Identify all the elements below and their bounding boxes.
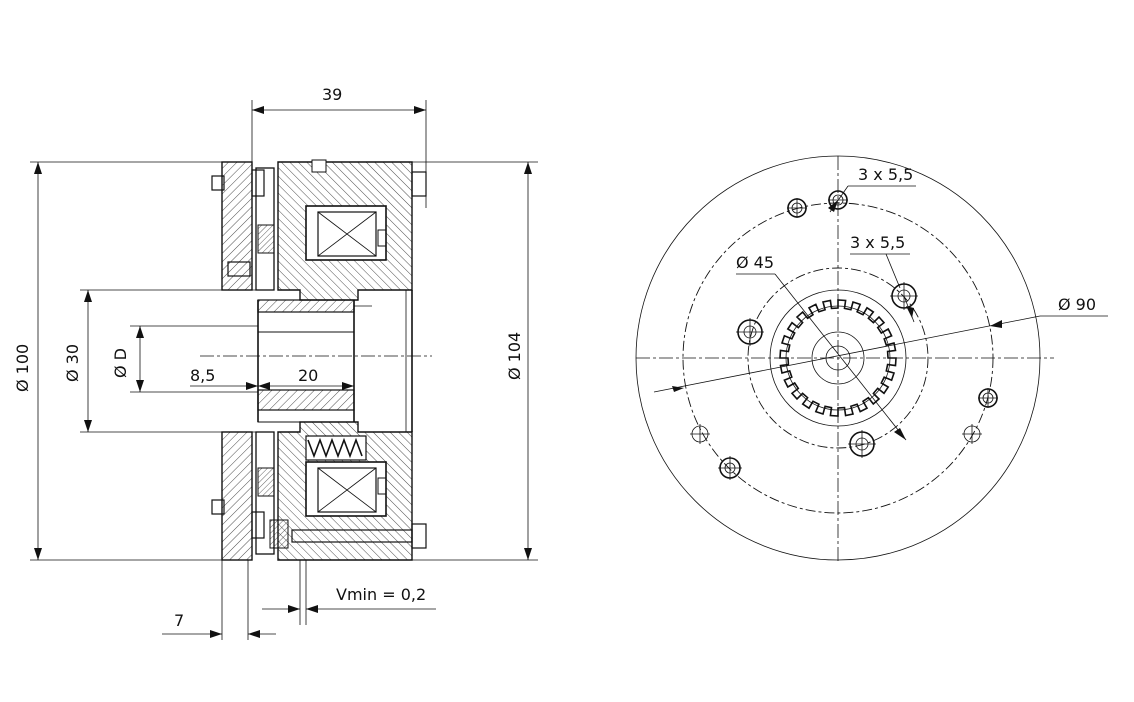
label-holes-lower: 3 x 5,5 [850,233,905,252]
coil-upper [305,205,387,261]
dimension-lines [34,106,532,638]
flange-plate [221,161,253,561]
dim-dia-100: Ø 100 [13,344,32,392]
bolt-middle [227,261,251,277]
dim-8-5: 8,5 [190,366,215,385]
front-view: 3 x 5,5 3 x 5,5 Ø 45 Ø 90 [635,155,1108,564]
bolt-holes-inner [736,282,918,458]
section-view: 39 Ø 100 Ø 30 Ø D 8,5 20 Ø 104 7 Vmin = … [13,85,538,640]
extension-lines [30,100,538,640]
dim-vmin: Vmin = 0,2 [336,585,426,604]
dim-dia-d: Ø D [111,348,130,378]
bolt-holes-outer [690,190,998,480]
bolt-lower [211,499,427,549]
armature-disc [255,167,275,555]
label-holes-upper: 3 x 5,5 [858,165,913,184]
dim-39: 39 [322,85,342,104]
leader-lines [653,185,1108,441]
dim-7: 7 [174,611,184,630]
spring [305,435,367,461]
bore-circle [811,331,865,385]
dim-dia-30: Ø 30 [63,344,82,382]
label-dia-90: Ø 90 [1058,295,1096,314]
dim-20: 20 [298,366,318,385]
dim-dia-104: Ø 104 [505,332,524,380]
hub [257,299,372,423]
coil-lower [305,461,387,517]
label-dia-45: Ø 45 [736,253,774,272]
